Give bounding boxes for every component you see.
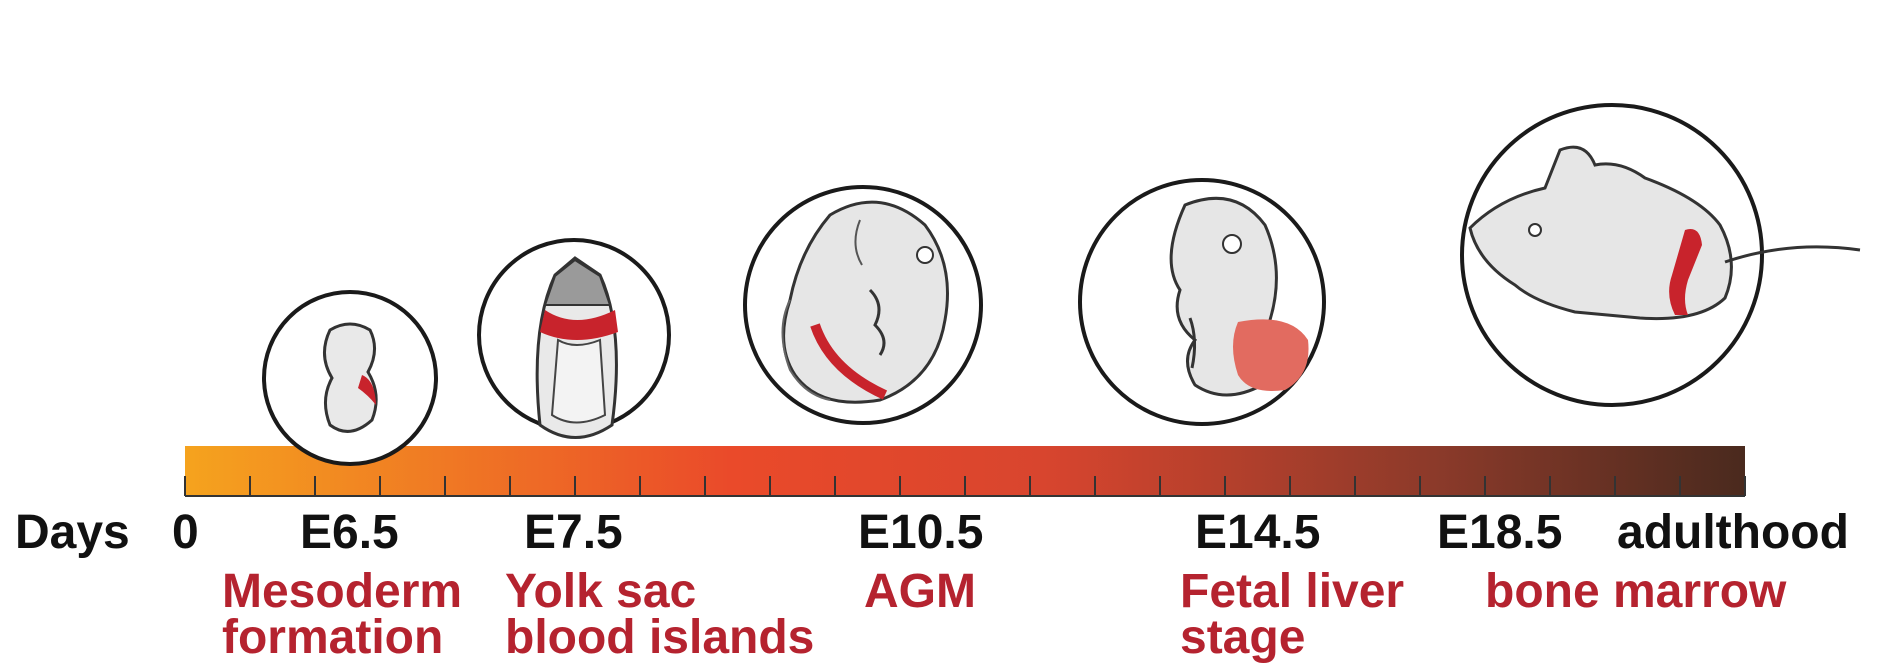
tick-label-e18-5: E18.5 xyxy=(1437,508,1562,558)
adult-mouse-bone-marrow-illustration xyxy=(1462,105,1860,405)
stage-label-yolk-sac-line2: blood islands xyxy=(505,613,814,663)
stage-label-yolk-sac-line1: Yolk sac xyxy=(505,567,696,617)
days-axis-label: Days xyxy=(15,508,130,558)
stage-label-fetal-liver-line2: stage xyxy=(1180,613,1305,663)
tick-label-adulthood: adulthood xyxy=(1617,508,1849,558)
tick-label-e10-5: E10.5 xyxy=(858,508,983,558)
stage-label-mesoderm-line2: formation xyxy=(222,613,443,663)
stage-label-agm: AGM xyxy=(864,567,976,617)
e7-5-yolk-sac-illustration xyxy=(479,240,669,438)
stage-label-bone-marrow: bone marrow xyxy=(1485,567,1786,617)
e6-5-embryo-illustration xyxy=(264,292,436,464)
e10-5-agm-embryo-illustration xyxy=(745,187,981,423)
tick-label-e6-5: E6.5 xyxy=(300,508,399,558)
e14-5-fetal-liver-illustration xyxy=(1080,180,1324,424)
tick-label-e7-5: E7.5 xyxy=(524,508,623,558)
tick-label-0: 0 xyxy=(172,508,199,558)
stage-label-mesoderm-line1: Mesoderm xyxy=(222,567,462,617)
tick-label-e14-5: E14.5 xyxy=(1195,508,1320,558)
stage-label-fetal-liver-line1: Fetal liver xyxy=(1180,567,1404,617)
